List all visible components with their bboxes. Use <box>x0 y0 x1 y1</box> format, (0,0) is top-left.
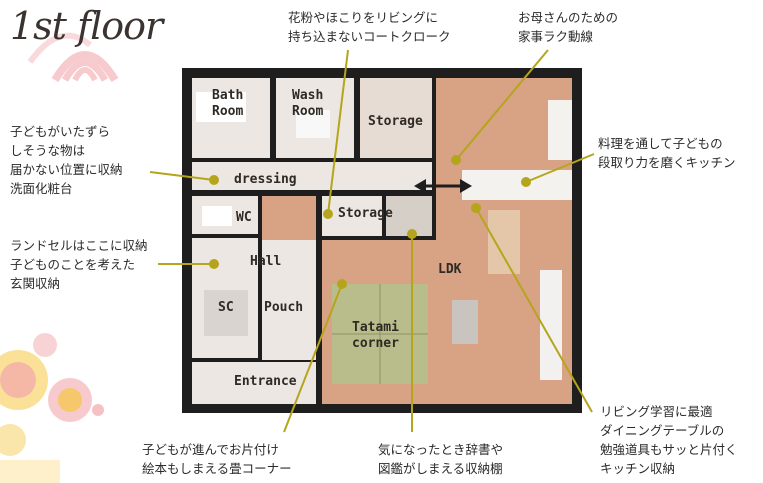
flower-decoration <box>0 333 104 483</box>
room-tatami: Tatami corner <box>352 320 399 351</box>
route-double-arrow <box>414 179 472 193</box>
note-dining-study: リビング学習に最適 ダイニングテーブルの 勉強道具もサッと片付く キッチン収納 <box>600 404 738 476</box>
room-sc: SC <box>218 300 234 315</box>
room-wash: Wash Room <box>292 88 324 119</box>
note-coat-closet: 花粉やほこりをリビングに 持ち込まないコートクローク <box>288 10 451 44</box>
leader-kitchen <box>525 153 595 183</box>
floor-title: 1st floor <box>10 4 163 48</box>
title-fan-decoration <box>27 32 119 83</box>
room-pouch: Pouch <box>264 300 304 315</box>
leader-lines <box>149 49 595 433</box>
room-ldk: LDK <box>438 262 462 277</box>
leader-coat-closet <box>327 49 349 215</box>
note-kitchen-skill: 料理を通して子どもの 段取り力を磨くキッチン <box>598 136 736 170</box>
note-shelf: 気になったとき辞書や 図鑑がしまえる収納棚 <box>378 442 504 476</box>
leader-dining <box>475 207 593 413</box>
room-storage-mid: Storage <box>338 206 393 221</box>
note-entry-storage: ランドセルはここに収納 子どものことを考えた 玄関収納 <box>10 238 148 291</box>
room-entrance: Entrance <box>234 374 297 389</box>
note-vanity: 子どもがいたずら しそうな物は 届かない位置に収納 洗面化粧台 <box>10 124 123 196</box>
room-storage-top: Storage <box>368 114 423 129</box>
note-housework: お母さんのための 家事ラク動線 <box>518 10 619 44</box>
plan-walls <box>182 68 582 413</box>
room-dressing: dressing <box>234 172 297 187</box>
leader-housework <box>455 49 549 161</box>
room-bath: Bath Room <box>212 88 244 119</box>
note-tatami: 子どもが進んでお片付け 絵本もしまえる畳コーナー <box>142 442 292 476</box>
leader-tatami <box>283 283 343 433</box>
room-wc: WC <box>236 210 252 225</box>
leader-vanity <box>149 171 215 181</box>
room-hall: Hall <box>250 254 282 269</box>
